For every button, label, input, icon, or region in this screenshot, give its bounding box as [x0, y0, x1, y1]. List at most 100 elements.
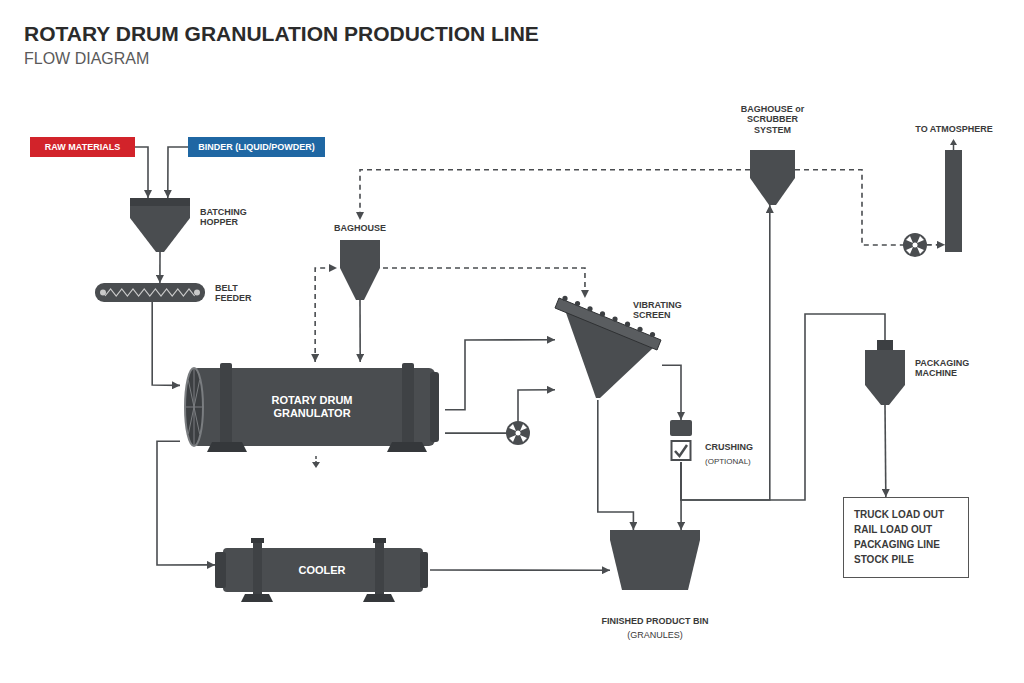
cooler: COOLER	[215, 538, 430, 602]
air-duct	[795, 170, 945, 245]
drum-spoke	[194, 369, 195, 407]
fan-symbol	[506, 421, 530, 445]
screen-knob	[562, 296, 567, 301]
baghouse: BAGHOUSE	[337, 220, 383, 300]
hopper-body	[130, 206, 190, 252]
box-label: RAW MATERIALS	[45, 142, 120, 153]
cooler-ring	[375, 541, 384, 599]
material-flow-line	[157, 441, 215, 565]
equipment-label: TO ATMOSPHERE	[908, 124, 1000, 134]
material-flow-line	[884, 405, 886, 497]
screen-knob	[625, 322, 630, 327]
belt-body	[95, 283, 205, 302]
drum-spoke	[194, 407, 200, 434]
fan-blades	[509, 424, 527, 442]
cooler-support	[241, 594, 273, 602]
material-flow-line	[159, 252, 161, 283]
air-duct	[360, 170, 750, 220]
batching-hopper: BATCHING HOPPER	[130, 198, 190, 252]
drum-ring	[220, 363, 232, 447]
fan-hub	[516, 431, 521, 436]
material-flow-line	[430, 569, 610, 571]
bin-body	[610, 530, 700, 590]
material-flow-line	[445, 390, 555, 433]
baghouse-body	[340, 240, 380, 300]
crusher-shape	[670, 420, 692, 462]
discharge-arrowhead	[312, 462, 320, 468]
screen-knob	[600, 311, 605, 316]
equipment-label: FINISHED PRODUCT BIN	[585, 616, 725, 626]
discharge-line	[315, 456, 317, 462]
check-box	[672, 441, 691, 460]
input-box: BINDER (LIQUID/POWDER)	[188, 137, 325, 157]
screen-knob	[575, 301, 580, 306]
equipment-label: ROTARY DRUM GRANULATOR	[237, 394, 387, 419]
scrubber-body	[750, 150, 795, 205]
cooler-end	[420, 552, 428, 588]
exhaust-stack: TO ATMOSPHERE	[945, 150, 962, 252]
load-out-box: TRUCK LOAD OUTRAIL LOAD OUTPACKAGING LIN…	[843, 497, 969, 578]
equipment-label: COOLER	[272, 564, 372, 577]
drum-support	[387, 442, 427, 452]
packaging-machine-shape	[865, 340, 905, 405]
equipment-label: BAGHOUSE	[329, 223, 391, 233]
roller	[100, 290, 106, 296]
equipment-label: BELT FEEDER	[215, 283, 267, 304]
air-duct	[383, 268, 585, 298]
equipment-label: BAGHOUSE or SCRUBBER SYSTEM	[736, 104, 809, 135]
packaging-machine: PACKAGING MACHINE	[865, 340, 905, 405]
cooler-ring	[253, 541, 262, 599]
connector-group	[135, 147, 945, 570]
batching-hopper-shape	[130, 198, 190, 252]
fan-housing	[903, 233, 927, 257]
equipment-label: (OPTIONAL)	[705, 457, 785, 466]
equipment-label: PACKAGING MACHINE	[915, 358, 983, 379]
destination-item: PACKAGING LINE	[854, 537, 958, 552]
destination-item: STOCK PILE	[854, 552, 958, 567]
subtitle: FLOW DIAGRAM	[24, 50, 149, 68]
drum-ring	[402, 363, 414, 447]
cooler-support	[363, 594, 395, 602]
fan-hub	[913, 243, 918, 248]
material-flow-line	[445, 340, 555, 410]
drum-inlet	[185, 368, 203, 446]
destination-item: RAIL LOAD OUT	[854, 522, 958, 537]
cooler-end	[215, 552, 226, 588]
material-flow-line	[598, 400, 634, 530]
diagram-title: ROTARY DRUM GRANULATION PRODUCTION LINE	[24, 22, 539, 46]
screen-knob	[637, 327, 642, 332]
roller	[194, 290, 200, 296]
finished-product-bin-shape	[610, 530, 700, 590]
stack-body	[945, 150, 962, 252]
exhaust-stack-shape	[945, 150, 962, 252]
screen-knob	[650, 332, 655, 337]
equipment-label: (GRANULES)	[585, 630, 725, 640]
material-flow-line	[152, 302, 180, 385]
crusher-body	[670, 420, 692, 436]
drum-spoke	[186, 407, 194, 408]
belt-feeder: BELT FEEDER	[95, 283, 205, 302]
box-label: BINDER (LIQUID/POWDER)	[198, 142, 315, 153]
input-box: RAW MATERIALS	[30, 137, 135, 157]
finished-product-bin: FINISHED PRODUCT BIN(GRANULES)	[610, 530, 700, 590]
packaging-body	[865, 350, 905, 405]
vibrating-screen: VIBRATING SCREEN	[555, 298, 662, 400]
material-flow-line	[681, 314, 885, 500]
equipment-label: VIBRATING SCREEN	[633, 300, 699, 321]
fan-blades	[906, 236, 924, 254]
material-flow-line	[681, 205, 770, 500]
packaging-feed	[877, 340, 893, 350]
equipment-label: CRUSHING	[705, 442, 785, 452]
cooler-tab	[251, 538, 264, 543]
drum-spoke	[194, 380, 200, 407]
equipment-label: BATCHING HOPPER	[200, 207, 258, 228]
fan-symbol	[903, 233, 927, 257]
rotary-drum-granulator: ROTARY DRUM GRANULATOR	[180, 362, 445, 452]
drum-spoke	[188, 407, 194, 434]
drum-end-rim	[430, 372, 439, 442]
drum-spoke	[194, 407, 202, 408]
fan-housing	[506, 421, 530, 445]
